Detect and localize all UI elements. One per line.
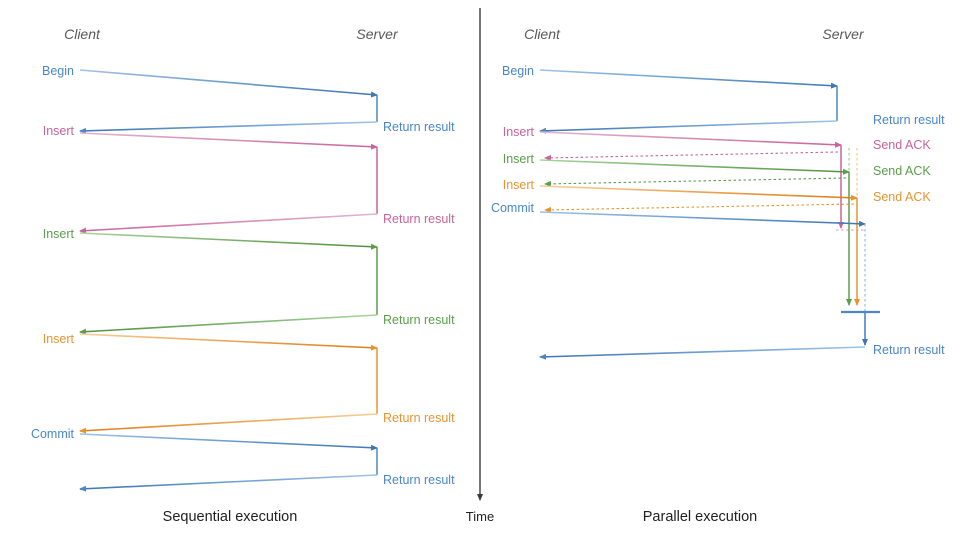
- left-server-label-1: Return result: [383, 120, 455, 134]
- right-server-label-1: Return result: [873, 113, 945, 127]
- left-server-label-5: Return result: [383, 473, 455, 487]
- left-client-label-begin: Begin: [42, 64, 74, 78]
- caption-sequential: Sequential execution: [163, 509, 298, 525]
- right-panel: [539, 69, 880, 360]
- r-ack-orange: [544, 203, 855, 213]
- r-message-insert-2: [539, 159, 850, 175]
- left-client-label-insert-1: Insert: [43, 124, 75, 138]
- right-client-label-begin: Begin: [502, 64, 534, 78]
- right-server-label-2: Send ACK: [873, 138, 931, 152]
- time-axis-label: Time: [466, 509, 494, 524]
- r-message-commit: [539, 211, 866, 227]
- left-lifeline-client: Client: [64, 26, 101, 42]
- return-insert-3: [79, 413, 378, 434]
- r-ack-green: [544, 177, 847, 187]
- left-client-label-insert-3: Insert: [43, 332, 75, 346]
- r-message-insert-3: [539, 185, 858, 201]
- left-client-label-commit: Commit: [31, 427, 75, 441]
- message-insert-2: [79, 232, 378, 250]
- r-return-commit: [539, 346, 866, 360]
- message-commit: [79, 433, 378, 451]
- right-server-label-4: Send ACK: [873, 190, 931, 204]
- caption-parallel: Parallel execution: [643, 509, 757, 525]
- return-insert-1: [79, 213, 378, 234]
- message-insert-1: [79, 132, 378, 150]
- right-client-label-insert-3: Insert: [503, 178, 535, 192]
- r-message-insert-1: [539, 131, 842, 148]
- left-server-label-4: Return result: [383, 411, 455, 425]
- return-begin: [79, 121, 378, 134]
- right-client-label-commit: Commit: [491, 201, 535, 215]
- right-lifeline-server: Server: [822, 26, 865, 42]
- left-server-label-3: Return result: [383, 313, 455, 327]
- right-lifeline-client: Client: [524, 26, 561, 42]
- right-client-label-insert-1: Insert: [503, 125, 535, 139]
- left-lifeline-server: Server: [356, 26, 399, 42]
- r-ack-pink: [544, 151, 839, 161]
- left-panel: [79, 69, 378, 492]
- r-message-begin: [539, 69, 838, 89]
- left-client-label-insert-2: Insert: [43, 227, 75, 241]
- return-insert-2: [79, 314, 378, 335]
- message-begin: [79, 69, 378, 98]
- r-return-begin: [539, 120, 838, 134]
- right-client-label-insert-2: Insert: [503, 152, 535, 166]
- right-server-label-5: Return result: [873, 343, 945, 357]
- message-insert-3: [79, 333, 378, 351]
- return-commit: [79, 474, 378, 492]
- right-server-label-3: Send ACK: [873, 164, 931, 178]
- left-server-label-2: Return result: [383, 212, 455, 226]
